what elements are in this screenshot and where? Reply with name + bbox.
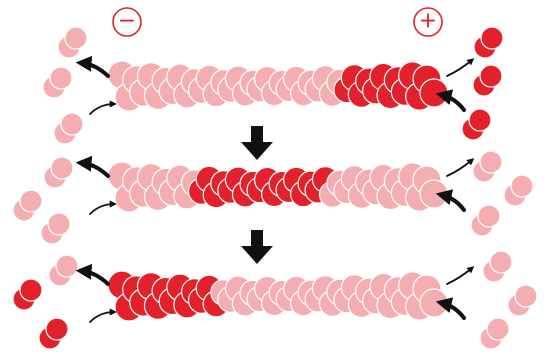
curved-arrow	[75, 155, 110, 178]
free-subunits	[12, 26, 538, 350]
curved-arrow	[75, 263, 110, 286]
free-subunit	[479, 64, 503, 88]
free-subunit	[45, 317, 69, 341]
curved-arrow	[435, 297, 466, 320]
free-subunit	[55, 254, 79, 278]
curved-arrow	[446, 158, 475, 177]
free-subunit	[60, 112, 84, 136]
free-subunit	[479, 150, 503, 174]
free-subunit	[514, 284, 538, 308]
free-subunit	[489, 250, 513, 274]
free-subunit	[477, 204, 501, 228]
free-subunit	[510, 174, 534, 198]
step-arrow-2	[241, 230, 273, 264]
svg-text:−: −	[118, 9, 136, 34]
curved-arrow	[446, 266, 475, 285]
free-subunit	[480, 26, 504, 50]
curved-arrow	[435, 89, 466, 112]
curved-arrow	[446, 58, 475, 77]
filament-stage-1	[107, 60, 449, 112]
free-subunit	[486, 317, 510, 341]
filament-stage-3	[107, 270, 449, 322]
free-subunit	[64, 26, 88, 50]
plus-end-label: +	[413, 7, 443, 37]
subunit	[419, 78, 449, 108]
curved-arrow	[89, 308, 117, 323]
step-arrow-1	[241, 126, 273, 160]
subunit-flux-arrows	[75, 55, 475, 323]
free-subunit	[468, 108, 492, 132]
free-subunit	[19, 189, 43, 213]
free-subunit	[19, 278, 43, 302]
filament-stage-2	[107, 161, 449, 213]
free-subunit	[49, 66, 73, 90]
free-subunit	[50, 156, 74, 180]
svg-text:+: +	[419, 9, 437, 34]
curved-arrow	[89, 100, 117, 115]
free-subunit	[47, 212, 71, 236]
curved-arrow	[435, 189, 466, 212]
minus-end-label: −	[112, 7, 142, 37]
curved-arrow	[75, 55, 110, 78]
curved-arrow	[89, 200, 117, 215]
